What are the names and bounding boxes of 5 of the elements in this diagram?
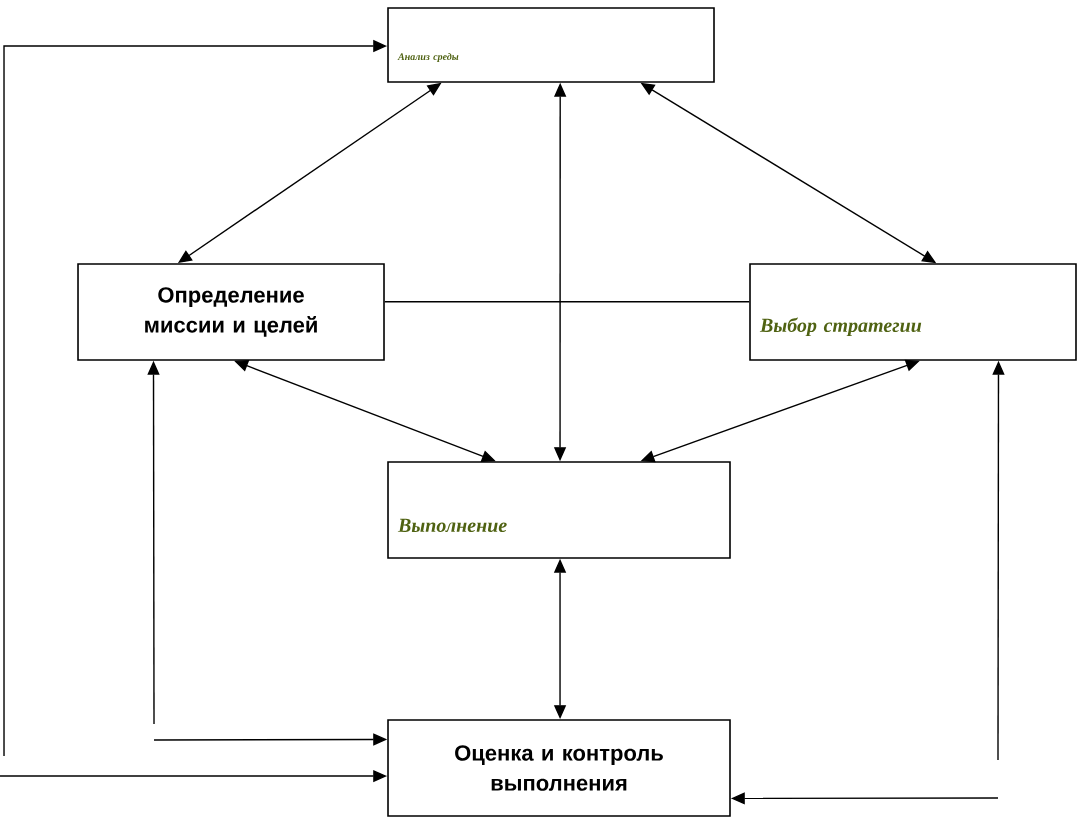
process-box: Определение миссии и целей <box>77 263 385 361</box>
connector-line <box>384 301 750 303</box>
process-box: Оценка и контроль выполнения <box>387 719 731 817</box>
process-box: Выполнение <box>387 461 731 559</box>
process-box: Выбор стратегии <box>749 263 1077 361</box>
